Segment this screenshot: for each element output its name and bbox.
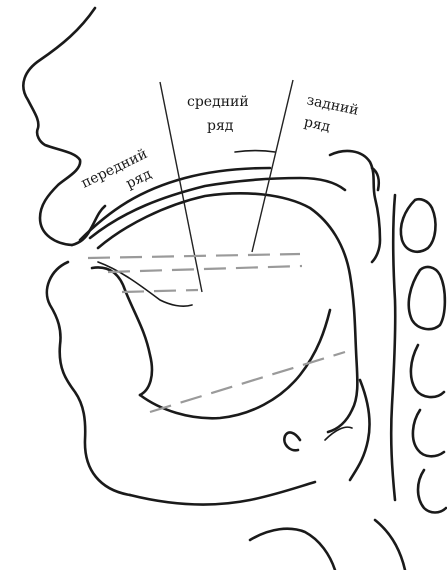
vertebra-5 <box>418 470 446 513</box>
middle-back-divider <box>252 80 293 252</box>
middle-row-label-line2: ряд <box>207 118 234 134</box>
middle-row-label: средний ряд <box>187 94 253 134</box>
epiglottis <box>284 433 300 451</box>
soft-palate <box>235 151 275 153</box>
vertebra-1 <box>401 199 436 251</box>
dashed-line-3 <box>122 290 198 292</box>
chin-and-neck <box>130 482 315 505</box>
pharynx-wall <box>391 195 395 500</box>
face-profile <box>23 8 95 245</box>
hyoid-region <box>250 529 335 570</box>
vocal-cords <box>325 427 352 440</box>
vertebra-3 <box>411 345 444 397</box>
larynx-line <box>350 380 370 480</box>
lower-lip <box>47 262 130 495</box>
dashed-line-2 <box>108 266 302 272</box>
floor-of-mouth <box>140 310 330 418</box>
middle-row-label-line1: средний <box>187 94 249 110</box>
dashed-line-4 <box>150 352 345 412</box>
front-middle-divider <box>160 82 202 292</box>
vertebra-4 <box>413 410 444 456</box>
tongue-dorsum <box>98 193 357 432</box>
upper-teeth <box>72 206 105 245</box>
back-row-label-line2: ряд <box>303 114 333 135</box>
spinal-line <box>375 520 405 570</box>
vertebra-2 <box>409 267 445 329</box>
back-row-label: задний ряд <box>301 92 365 141</box>
tongue-tip <box>98 262 192 306</box>
front-row-label: передний ряд <box>79 144 163 210</box>
